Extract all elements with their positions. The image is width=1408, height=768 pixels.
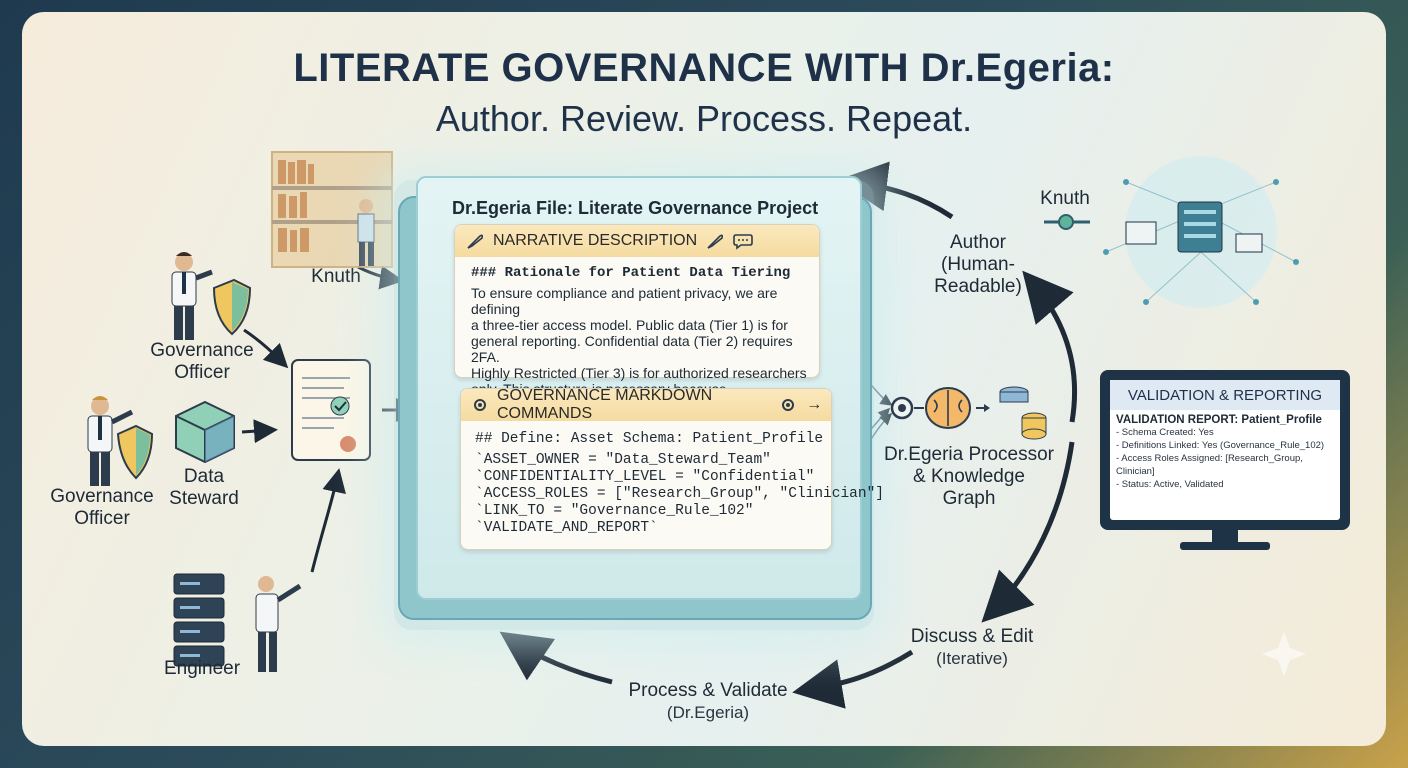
commands-title: ## Define: Asset Schema: Patient_Profile: [475, 431, 824, 447]
knuth-right-label: Knuth: [1040, 188, 1090, 209]
cube-icon: [175, 400, 235, 464]
database-icon: [999, 386, 1047, 440]
narrative-card-header: NARRATIVE DESCRIPTION: [455, 225, 819, 257]
arrow-right-icon: →: [806, 396, 823, 413]
validation-item: - Schema Created: Yes: [1116, 427, 1214, 438]
validation-item: - Access Roles Assigned: [Research_Group…: [1116, 453, 1303, 477]
discuss-edit-label: Discuss & Edit (Iterative): [910, 626, 1034, 668]
page-subtitle: Author. Review. Process. Repeat.: [435, 98, 973, 139]
diagram-panel: LITERATE GOVERNANCE WITH Dr.Egeria: Auth…: [22, 12, 1386, 746]
validation-item: - Definitions Linked: Yes (Governance_Ru…: [1116, 440, 1325, 451]
commands-card-header: GOVERNANCE MARKDOWN COMMANDS →: [461, 387, 831, 422]
data-steward-label: Data Steward: [169, 466, 239, 509]
scroll-document-icon: [291, 359, 371, 461]
governance-officer-bottom-figure: [87, 396, 154, 486]
validation-report: VALIDATION REPORT: Patient_Profile - Sch…: [1116, 414, 1338, 491]
validation-header: VALIDATION & REPORTING: [1110, 380, 1340, 410]
book-heading: Dr.Egeria File: Literate Governance Proj…: [452, 198, 819, 218]
knuth-left-label: Knuth: [311, 266, 361, 287]
server-rack-icon: [173, 573, 302, 672]
governance-officer-top-figure: [171, 252, 252, 340]
gear-icon: [779, 395, 797, 415]
chat-bubble-icon: [733, 231, 753, 251]
monitor-stand: [1212, 530, 1238, 544]
narrative-title: ### Rationale for Patient Data Tiering: [471, 265, 791, 281]
gear-icon: [890, 396, 914, 420]
author-label: Author (Human-Readable): [934, 232, 1022, 297]
validation-report-title: VALIDATION REPORT: Patient_Profile: [1116, 414, 1322, 426]
flow-arrows: [241, 161, 1306, 709]
monitor-base: [1180, 542, 1270, 550]
command-line: `ASSET_OWNER = "Data_Steward_Team": [475, 452, 771, 468]
engineer-label: Engineer: [163, 658, 241, 679]
governance-officer-top-label: Governance Officer: [150, 340, 254, 383]
brain-icon: [925, 387, 971, 429]
narrative-card: NARRATIVE DESCRIPTION ### Rationale for …: [454, 224, 820, 397]
command-line: `CONFIDENTIALITY_LEVEL = "Confidential": [475, 469, 815, 485]
process-validate-label: Process & Validate (Dr.Egeria): [628, 680, 788, 722]
command-line: `LINK_TO = "Governance_Rule_102": [475, 503, 754, 519]
page-title: LITERATE GOVERNANCE WITH Dr.Egeria:: [293, 46, 1115, 90]
command-line: `VALIDATE_AND_REPORT`: [475, 520, 658, 536]
feather-icon: [465, 231, 485, 251]
feather-icon: [705, 231, 725, 251]
bookshelf-icon: [271, 151, 393, 268]
network-globe-icon: [1103, 156, 1299, 308]
gear-icon: [471, 395, 489, 415]
governance-officer-bottom-label: Governance Officer: [50, 486, 154, 529]
commands-card: GOVERNANCE MARKDOWN COMMANDS → ## Define…: [460, 387, 884, 550]
processor-icons: [890, 386, 1047, 440]
validation-item: - Status: Active, Validated: [1116, 479, 1224, 490]
processor-label: Dr.Egeria Processor & Knowledge Graph: [884, 444, 1055, 509]
narrative-body: To ensure compliance and patient privacy…: [471, 285, 807, 397]
command-line: `ACCESS_ROLES = ["Research_Group", "Clin…: [475, 486, 884, 502]
